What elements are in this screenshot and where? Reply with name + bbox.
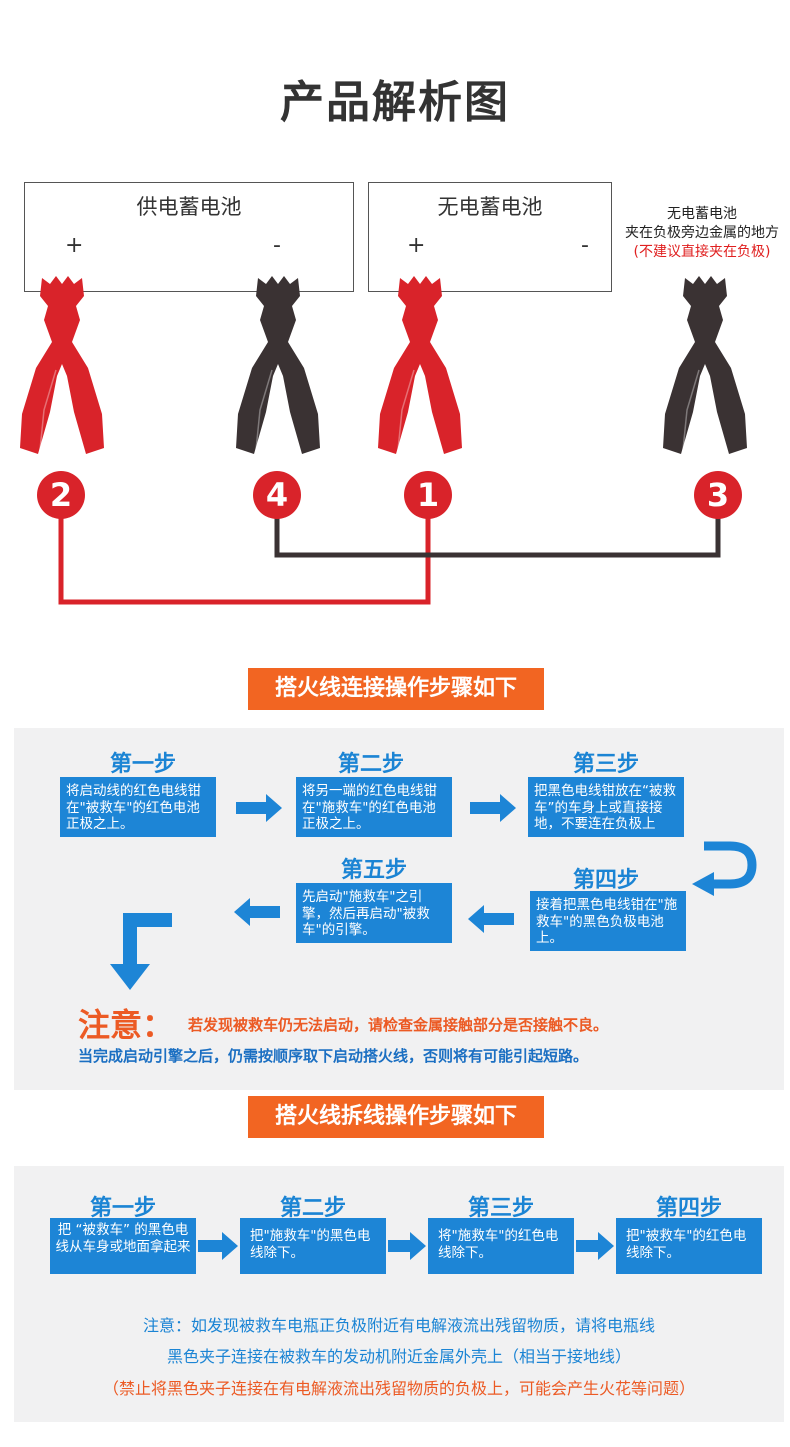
dead-battery-label: 无电蓄电池 — [437, 195, 543, 219]
disconnect-step-2-title: 第二步 — [279, 1196, 346, 1221]
disconnect-step-1-box: 把 “被救车” 的黑色电线从车身或地面拿起来 — [50, 1218, 196, 1274]
clamp-diagram — [20, 276, 747, 605]
red-clamp-right — [378, 276, 462, 454]
connect-steps-title: 搭火线连接操作步骤如下 — [248, 668, 544, 710]
page-title: 产品解析图 — [280, 77, 510, 128]
warning-label: 注意： — [78, 1006, 175, 1044]
d-arrow-2 — [388, 1232, 426, 1260]
disconnect-step-4-box: 把"被救车"的红色电线除下。 — [616, 1218, 762, 1274]
dark-wire — [274, 510, 721, 558]
ground-note-line2: 夹在负极旁边金属的地方 — [625, 225, 779, 241]
disconnect-steps-title: 搭火线拆线操作步骤如下 — [248, 1096, 544, 1138]
connect-step-5-title: 第五步 — [340, 858, 407, 883]
supply-battery-minus: - — [273, 233, 281, 258]
number-circle-1: 1 — [404, 471, 452, 519]
bent-down-arrow — [123, 913, 172, 968]
d-arrow-3 — [576, 1232, 614, 1260]
disconnect-arrows — [198, 1232, 614, 1260]
connect-step-3-title: 第三步 — [572, 752, 639, 777]
arrow-left-2 — [234, 898, 280, 926]
connect-step-5-box: 先启动"施救车"之引擎，然后再启动"被救车"的引擎。 — [296, 883, 452, 943]
number-circle-4: 4 — [253, 471, 301, 519]
disconnect-step-4-title: 第四步 — [655, 1196, 722, 1221]
disconnect-panel — [14, 1166, 784, 1422]
arrow-right-2 — [470, 794, 516, 822]
connect-step-3-box: 把黑色电线钳放在“被救车”的车身上或直接接地，不要连在负极上 — [528, 777, 684, 837]
ground-note-line3: (不建议直接夹在负极) — [633, 244, 771, 260]
warning-text-2: 当完成启动引擎之后，仍需按顺序取下启动搭火线，否则将有可能引起短路。 — [78, 1047, 589, 1065]
connect-step-2-title: 第二步 — [337, 752, 404, 777]
disconnect-step-3-box: 将"施救车"的红色电线除下。 — [428, 1218, 574, 1274]
connect-step-2-box: 将另一端的红色电线钳在"施救车"的红色电池正极之上。 — [296, 777, 452, 837]
supply-battery-plus: + — [65, 233, 84, 258]
supply-battery-label: 供电蓄电池 — [136, 195, 242, 219]
disconnect-note-3: （禁止将黑色夹子连接在有电解液流出残留物质的负极上，可能会产生火花等问题） — [102, 1379, 695, 1398]
warning-text: 若发现被救车仍无法启动，请检查金属接触部分是否接触不良。 — [188, 1016, 609, 1034]
dead-battery-minus: - — [581, 233, 589, 258]
dead-battery-box: 无电蓄电池 + - — [368, 182, 612, 292]
ground-note-line1: 无电蓄电池 — [667, 206, 737, 222]
connect-step-4-title: 第四步 — [572, 868, 639, 893]
arrow-left-1 — [468, 905, 514, 933]
number-circle-2: 2 — [37, 471, 85, 519]
supply-battery-box: 供电蓄电池 + - — [24, 182, 354, 292]
ground-note: 无电蓄电池 夹在负极旁边金属的地方 (不建议直接夹在负极) — [614, 205, 790, 262]
dark-clamp-left — [236, 276, 320, 454]
connect-arrows — [110, 794, 757, 990]
dead-battery-plus: + — [407, 233, 426, 258]
disconnect-note-2: 黑色夹子连接在被救车的发动机附近金属外壳上（相当于接地线） — [166, 1347, 631, 1366]
disconnect-step-1-title: 第一步 — [89, 1196, 156, 1221]
arrow-right-1 — [236, 794, 282, 822]
d-arrow-1 — [198, 1232, 238, 1260]
disconnect-note-1: 注意：如发现被救车电瓶正负极附近有电解液流出残留物质，请将电瓶线 — [142, 1316, 655, 1335]
number-circle-3: 3 — [694, 471, 742, 519]
dark-clamp-right — [663, 276, 747, 454]
u-turn-arrow — [704, 841, 757, 889]
red-clamp-left — [20, 276, 104, 454]
connect-step-1-title: 第一步 — [109, 752, 176, 777]
disconnect-step-3-title: 第三步 — [467, 1196, 534, 1221]
connect-step-4-box: 接着把黑色电线钳在"施救车"的黑色负极电池上。 — [530, 891, 686, 951]
disconnect-step-2-box: 把"施救车"的黑色电线除下。 — [240, 1218, 386, 1274]
connect-step-1-box: 将启动线的红色电线钳在"被救车"的红色电池正极之上。 — [60, 777, 216, 837]
